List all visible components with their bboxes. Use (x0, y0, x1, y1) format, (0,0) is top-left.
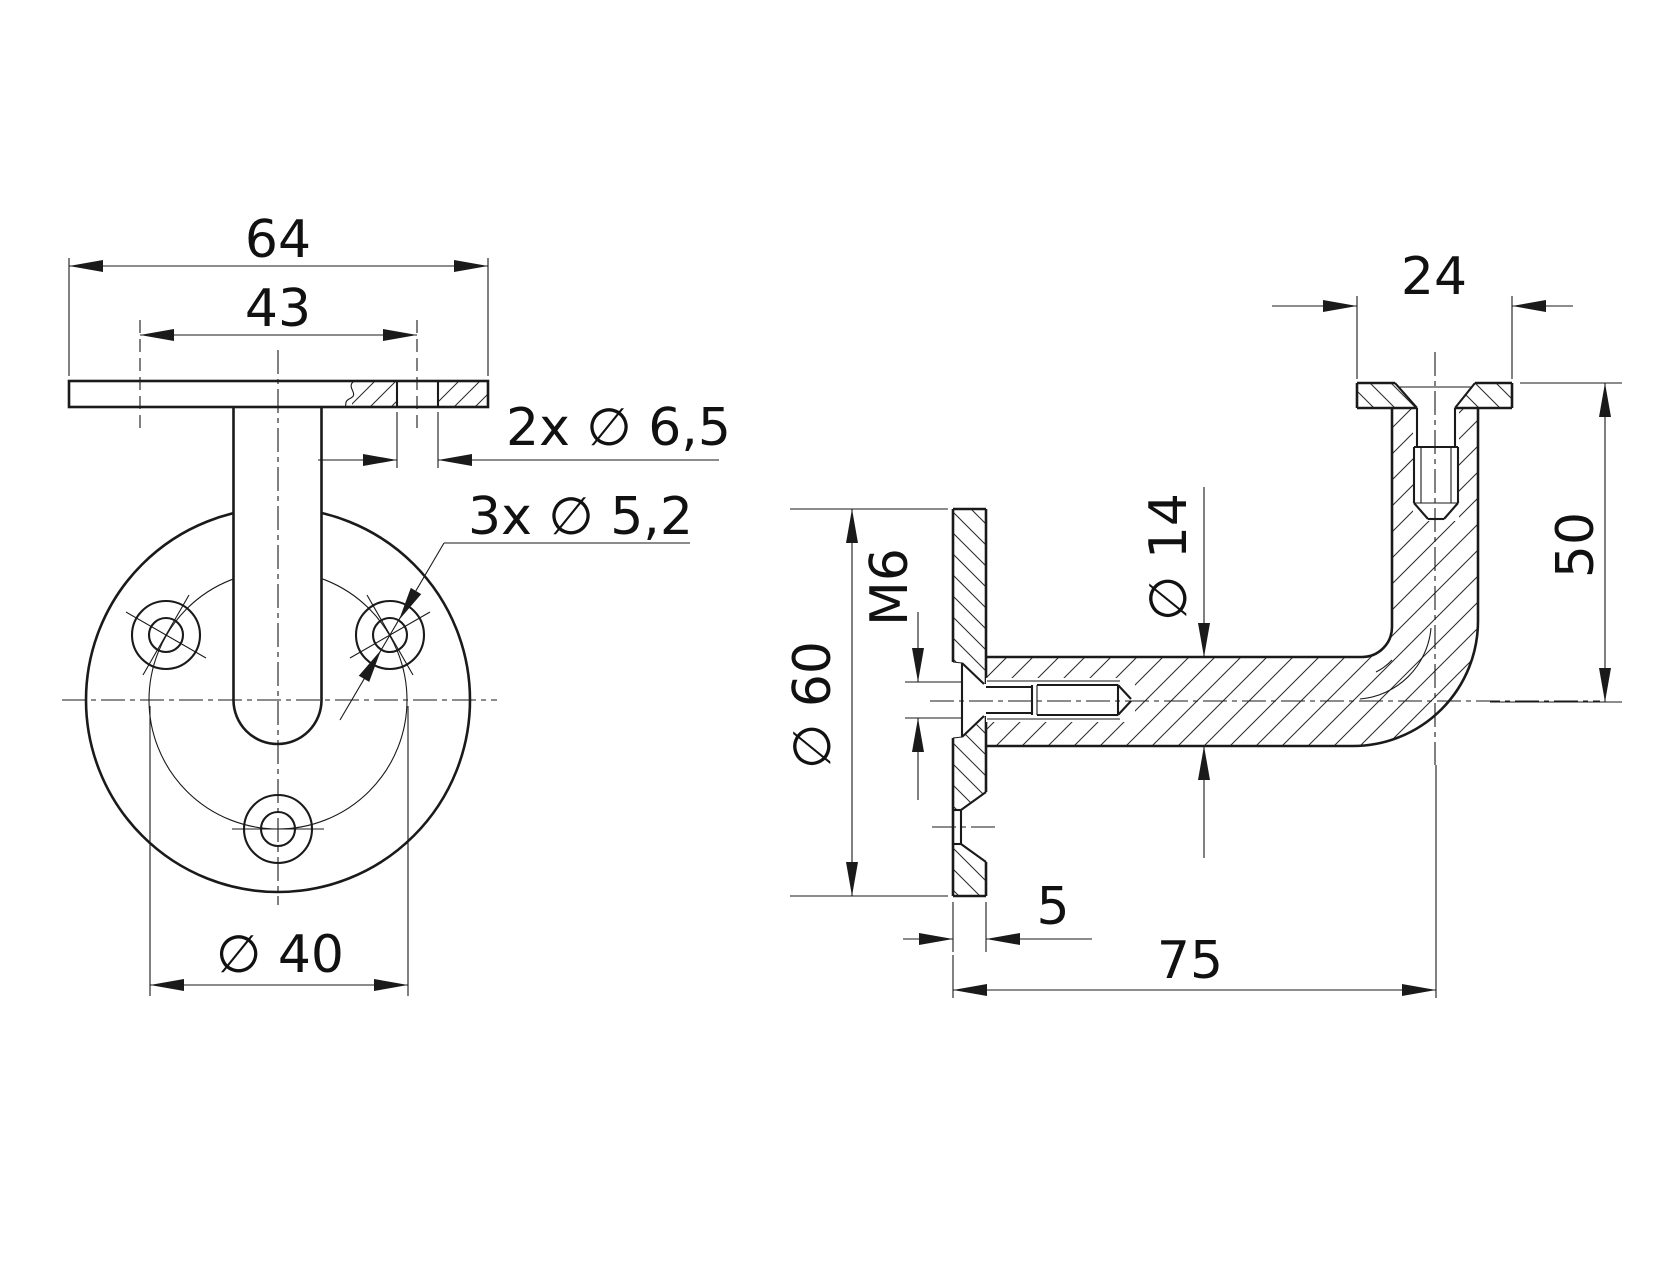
bend-line-2 (1375, 659, 1393, 673)
m6-screw-vertical (1412, 408, 1460, 521)
dim-saddle-holes: 2x ∅ 6,5 (318, 398, 731, 468)
dim-label-14: ∅ 14 (1139, 493, 1199, 621)
front-saddle-plate (67, 379, 490, 409)
dim-label-2x6-5: 2x ∅ 6,5 (506, 398, 731, 458)
dim-saddle-width: 64 (68, 210, 489, 376)
dim-saddle-depth: 24 (1272, 247, 1573, 379)
dim-label-64: 64 (245, 210, 311, 270)
dim-label-m6: M6 (860, 548, 920, 626)
dim-height: 50 (1490, 382, 1622, 703)
dim-thread: M6 (860, 548, 962, 800)
dim-label-75: 75 (1157, 931, 1223, 991)
dim-arm-diameter: ∅ 14 (1139, 487, 1210, 858)
dim-label-50: 50 (1546, 512, 1606, 578)
m6-screw-horizontal (986, 680, 1132, 720)
dim-label-3x5-2: 3x ∅ 5,2 (468, 487, 693, 547)
dim-projection: 75 (952, 765, 1437, 998)
dim-label-60: ∅ 60 (783, 641, 843, 769)
break-line (344, 380, 355, 408)
side-arm (986, 408, 1480, 748)
dim-label-40: ∅ 40 (216, 925, 344, 985)
front-view: 64 43 2x ∅ 6,5 3x ∅ 5,2 (62, 210, 731, 996)
front-centerlines (62, 320, 497, 905)
dim-label-43: 43 (245, 279, 311, 339)
dim-label-24: 24 (1401, 247, 1467, 307)
dim-hole-spacing: 43 (140, 279, 417, 341)
dim-flange-thickness: 5 (903, 877, 1092, 952)
m6-screw-head (952, 661, 985, 739)
dim-flange-holes: 3x ∅ 5,2 (339, 487, 693, 721)
hole-upper-left (125, 594, 207, 676)
dim-label-5: 5 (1036, 877, 1069, 937)
dim-bolt-circle: ∅ 40 (149, 706, 409, 996)
side-view: 24 M6 ∅ 14 ∅ 60 (783, 247, 1622, 998)
side-wall-plate (951, 507, 988, 898)
bend-line-1 (1359, 627, 1432, 700)
dim-flange-diameter: ∅ 60 (783, 508, 948, 897)
side-centerlines (930, 352, 1600, 828)
